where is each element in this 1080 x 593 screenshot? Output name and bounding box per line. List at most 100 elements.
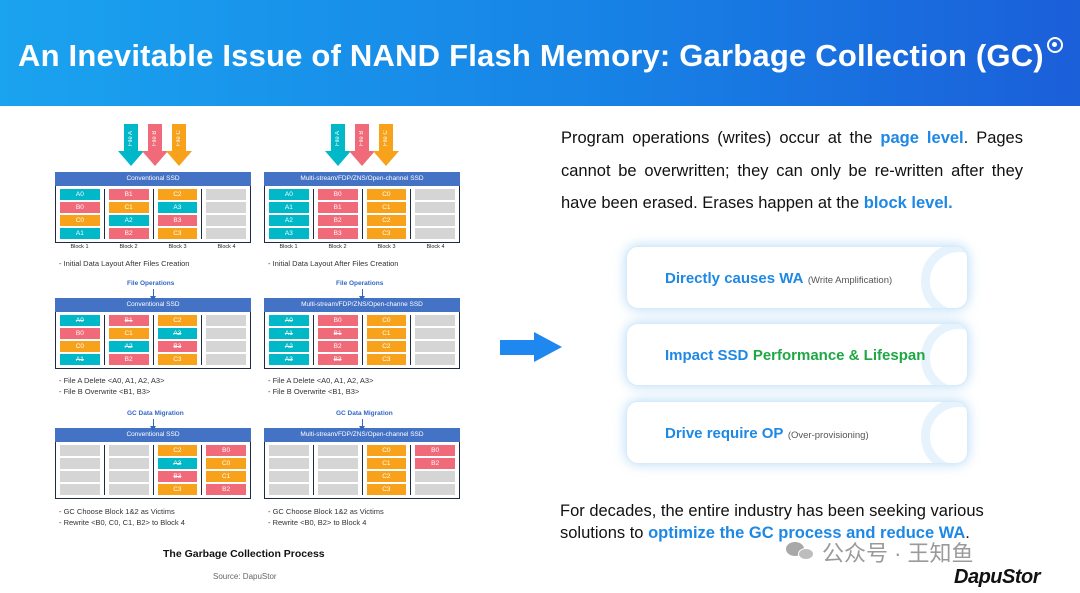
flash-page: A1 — [60, 354, 100, 365]
file-arrow-icon: File C — [166, 124, 192, 166]
flash-page: C2 — [157, 315, 198, 326]
flash-page: B0 — [317, 189, 358, 200]
ssd-title: Multi-stream/FDP/ZNS/Open-channe SSD — [264, 298, 460, 312]
flash-page: C3 — [157, 228, 198, 239]
flash-page: B1 — [108, 189, 149, 200]
flash-page: A1 — [60, 228, 100, 239]
flash-block — [105, 445, 154, 495]
flash-page: A2 — [108, 341, 149, 352]
flash-page: C0 — [366, 315, 407, 326]
intro-text-1: Program operations (writes) occur at the — [561, 129, 881, 147]
flash-page: C1 — [366, 328, 407, 339]
flash-page: B0 — [206, 445, 246, 456]
flash-page: A3 — [157, 328, 198, 339]
flash-page: A1 — [269, 328, 309, 339]
flash-page — [206, 328, 246, 339]
flash-page: C2 — [157, 445, 198, 456]
flash-page: A0 — [60, 189, 100, 200]
down-arrow-icon — [359, 289, 365, 301]
flash-page — [415, 328, 455, 339]
flash-page — [415, 354, 455, 365]
intro-paragraph: Program operations (writes) occur at the… — [561, 122, 1023, 220]
flash-page: C1 — [366, 458, 407, 469]
flash-page: C2 — [366, 471, 407, 482]
flash-page — [415, 471, 455, 482]
ring-decoration-icon — [921, 324, 967, 385]
flash-page — [317, 471, 358, 482]
flash-block — [411, 315, 459, 365]
card-over-provisioning: Drive require OP (Over-provisioning) — [626, 401, 968, 464]
flash-page — [206, 315, 246, 326]
stage-caption: - Initial Data Layout After Files Creati… — [268, 259, 399, 268]
down-arrow-icon — [150, 419, 156, 431]
block-label: Block 4 — [426, 244, 445, 250]
block-label: Block 4 — [217, 244, 236, 250]
flash-page: C0 — [366, 189, 407, 200]
flash-page: A2 — [108, 215, 149, 226]
flash-page — [60, 458, 100, 469]
flash-page: C2 — [366, 215, 407, 226]
flash-page — [60, 484, 100, 495]
flash-page: B0 — [415, 445, 455, 456]
flash-page: B0 — [60, 202, 100, 213]
block-label: Block 1 — [70, 244, 89, 250]
flash-page: B3 — [157, 215, 198, 226]
card-title: Drive require OP — [665, 425, 784, 442]
flash-page: C1 — [108, 328, 149, 339]
card-performance-lifespan: Impact SSD Performance & Lifespan — [626, 323, 968, 386]
highlight-block-level: block level. — [863, 194, 953, 212]
flash-page — [415, 215, 455, 226]
flash-page: A3 — [269, 354, 309, 365]
block-label: Block 3 — [377, 244, 396, 250]
flash-page: C0 — [60, 341, 100, 352]
flash-page — [317, 458, 358, 469]
flash-page: A0 — [269, 189, 309, 200]
source-note: Source: DapuStor — [213, 572, 277, 581]
stage-caption: - GC Choose Block 1&2 as Victims- Rewrit… — [268, 507, 384, 527]
flash-page — [108, 471, 149, 482]
ssd-title: Conventional SSD — [55, 172, 251, 186]
flash-page: A2 — [269, 341, 309, 352]
flash-page — [269, 445, 309, 456]
flash-page: C3 — [157, 354, 198, 365]
card-subtitle: (Over-provisioning) — [787, 430, 869, 441]
flash-page: A0 — [60, 315, 100, 326]
flash-page: C0 — [206, 458, 246, 469]
ssd-title: Conventional SSD — [55, 298, 251, 312]
flash-page: C2 — [366, 341, 407, 352]
block-label: Block 3 — [168, 244, 187, 250]
file-label: File B — [359, 130, 365, 146]
file-arrow-icon: File A — [325, 124, 351, 166]
flash-page: A0 — [269, 315, 309, 326]
block-label: Block 1 — [279, 244, 298, 250]
flash-page: B3 — [157, 341, 198, 352]
flash-page — [108, 458, 149, 469]
flash-page — [206, 202, 246, 213]
flash-page — [415, 202, 455, 213]
highlight-optimize: optimize the GC process and reduce WA — [648, 524, 966, 542]
flash-page — [206, 354, 246, 365]
flash-page: C1 — [366, 202, 407, 213]
flash-page — [206, 189, 246, 200]
flash-page: C0 — [60, 215, 100, 226]
flash-page: C0 — [366, 445, 407, 456]
card-title: Directly causes WA — [665, 270, 804, 287]
flash-page: A2 — [269, 215, 309, 226]
flash-page — [269, 458, 309, 469]
flash-page — [108, 484, 149, 495]
flash-page: B1 — [317, 202, 358, 213]
flash-block — [202, 189, 250, 239]
